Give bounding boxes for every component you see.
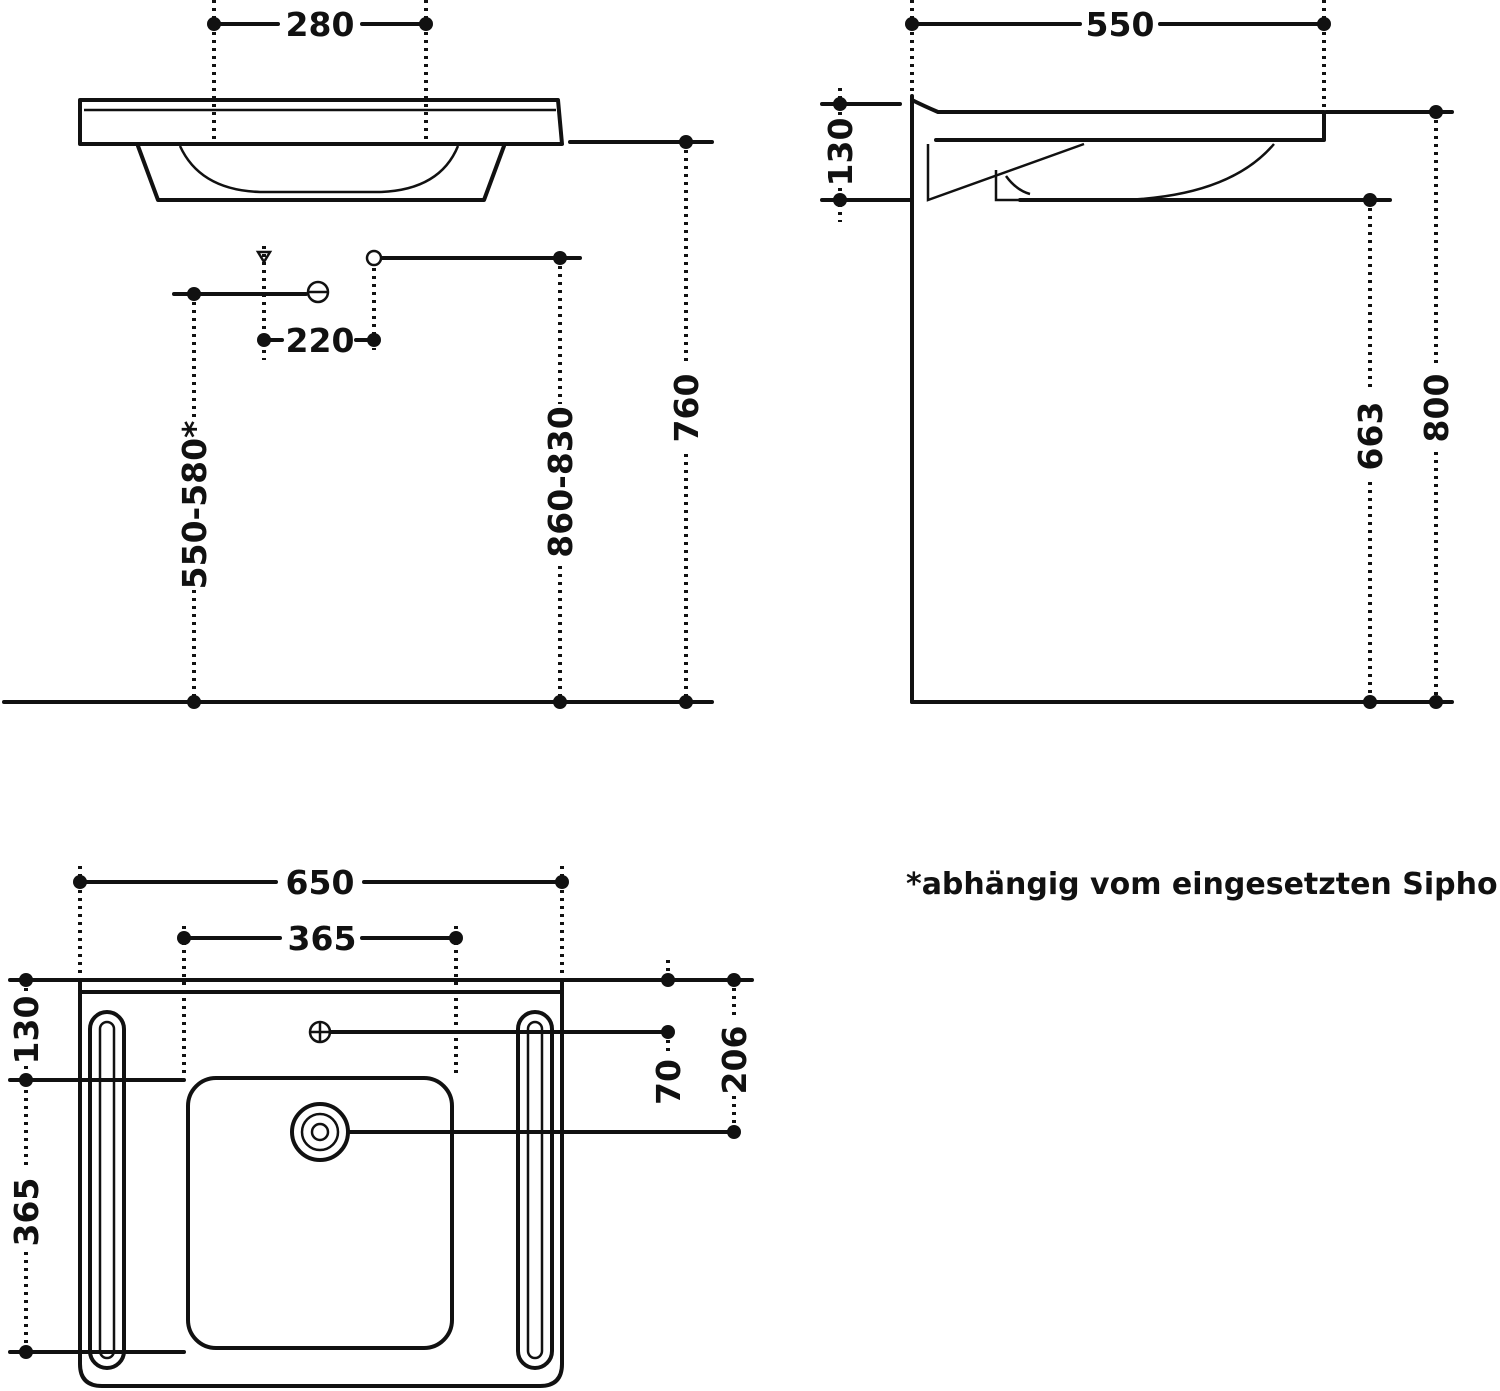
dim-760: 760 — [667, 374, 706, 443]
dim-800: 800 — [1417, 374, 1456, 443]
dim-280: 280 — [286, 5, 355, 44]
dim-365-width: 365 — [288, 919, 357, 958]
dim-663: 663 — [1351, 402, 1390, 471]
basin-outline-plan — [78, 978, 564, 1388]
dim-550-depth: 550 — [1086, 5, 1155, 44]
front-view: 280 220 550-580* 860-830 760 — [2, 0, 714, 709]
side-view: 550 130 663 800 — [820, 0, 1456, 709]
basin-profile-side — [910, 98, 1326, 142]
dim-365-depth: 365 — [7, 1178, 46, 1247]
basin-bowl-front — [136, 144, 506, 202]
handle-right — [516, 1010, 554, 1370]
dim-130-thickness: 130 — [821, 118, 860, 187]
basin-rim-front — [78, 98, 564, 146]
drain-icon — [290, 1102, 350, 1162]
dim-550-580: 550-580* — [175, 421, 214, 590]
dim-130-back: 130 — [7, 996, 46, 1065]
dim-220: 220 — [286, 321, 355, 360]
footnote: *abhängig vom eingesetzten Siphon — [906, 867, 1500, 902]
plan-view: 650 365 130 365 70 206 — [7, 863, 754, 1388]
dim-650: 650 — [286, 863, 355, 902]
dim-206: 206 — [715, 1026, 754, 1095]
basin-bowl-plan — [186, 1076, 454, 1350]
dim-70: 70 — [649, 1059, 688, 1105]
dim-860-830: 860-830 — [541, 406, 580, 557]
handle-left — [88, 1010, 126, 1370]
